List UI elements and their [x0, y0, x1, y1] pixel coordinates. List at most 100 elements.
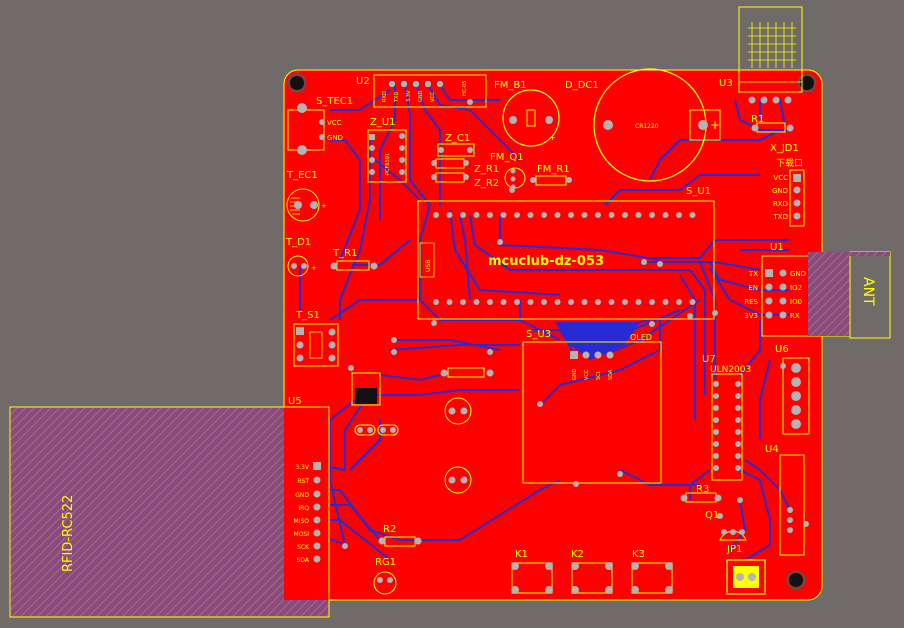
svg-text:TXD: TXD [394, 92, 400, 103]
svg-text:R1: R1 [751, 114, 764, 125]
z-u1-outline [367, 129, 407, 183]
svg-text:GND: GND [772, 187, 788, 195]
u7-pins [713, 381, 741, 471]
u2-outline [373, 74, 487, 108]
u5-pin-labels: 3.3V RST GND IRQ MISO MOSI SCK SDA [294, 464, 311, 564]
svg-text:JP1: JP1 [726, 544, 742, 555]
vias [342, 99, 809, 549]
svg-text:K3: K3 [632, 549, 645, 560]
s-u1-pins-bottom [433, 299, 696, 305]
svg-text:RXD: RXD [773, 200, 788, 208]
svg-text:T_R1: T_R1 [332, 248, 357, 259]
svg-text:U3: U3 [719, 78, 733, 89]
svg-text:U2: U2 [356, 76, 370, 87]
buzzer-outline [502, 89, 560, 147]
u1-right-pin-labels: GND IO2 IO0 RX [790, 270, 806, 320]
oled-label: OLED [630, 333, 652, 342]
svg-text:MISO: MISO [294, 518, 310, 525]
svg-text:S_U3: S_U3 [526, 329, 551, 340]
svg-text:+: + [710, 118, 720, 132]
svg-text:+: + [311, 264, 317, 272]
u2-pins [388, 80, 444, 88]
svg-text:CR1220: CR1220 [635, 123, 659, 130]
svg-text:+: + [549, 133, 556, 142]
svg-text:K1: K1 [515, 549, 528, 560]
s-u1-pins-top [433, 212, 696, 218]
svg-text:IRQ: IRQ [298, 505, 309, 512]
rfid-module [9, 406, 330, 618]
svg-text:SDA: SDA [297, 557, 310, 564]
svg-text:RXD: RXD [382, 91, 388, 102]
serial-port-label: 下载口 [776, 157, 803, 169]
svg-text:SCL: SCL [596, 370, 602, 380]
svg-text:T_S1: T_S1 [295, 310, 320, 321]
copper-pour-blue [555, 322, 640, 360]
svg-text:VCC: VCC [773, 174, 788, 182]
svg-text:USB: USB [425, 260, 432, 272]
svg-text:EN: EN [748, 284, 758, 292]
svg-text:U7: U7 [702, 354, 716, 365]
u4-outline [779, 454, 805, 556]
svg-text:U4: U4 [765, 444, 779, 455]
svg-text:D_DC1: D_DC1 [565, 80, 599, 91]
s-tec1-vcc-label: VCC [327, 119, 342, 127]
svg-text:U6: U6 [775, 344, 789, 355]
svg-text:FM_Q1: FM_Q1 [490, 152, 524, 163]
svg-text:Z_C1: Z_C1 [445, 133, 470, 144]
svg-text:Z_U1: Z_U1 [370, 117, 396, 128]
svg-text:GND: GND [790, 270, 806, 278]
svg-text:FM_R1: FM_R1 [537, 164, 570, 175]
svg-text:T_D1: T_D1 [285, 237, 311, 248]
svg-text:R3: R3 [696, 484, 709, 495]
rfid-label: RFID-RC522 [61, 495, 76, 572]
u1-left-pin-labels: TX EN RES 3V3 [744, 270, 758, 320]
svg-text:IO2: IO2 [790, 284, 802, 292]
uln2003-label: ULN2003 [710, 365, 751, 375]
x-jd1-pin-labels: VCC GND RXD TXD [772, 174, 788, 221]
svg-text:U1: U1 [770, 242, 784, 253]
svg-text:Q1: Q1 [705, 510, 719, 521]
svg-text:RG1: RG1 [375, 557, 396, 568]
u7-outline [711, 373, 743, 481]
svg-text:IO0: IO0 [790, 298, 802, 306]
s-u1-outline [417, 200, 715, 320]
svg-text:MOSI: MOSI [294, 531, 310, 538]
svg-text:TX: TX [748, 270, 758, 278]
svg-text:RES: RES [744, 298, 758, 306]
svg-text:GND: GND [418, 90, 424, 102]
svg-text:GND: GND [572, 368, 578, 380]
svg-text:+: + [321, 202, 327, 210]
svg-text:3.3V: 3.3V [295, 464, 310, 471]
svg-text:RST: RST [297, 478, 309, 485]
pcb-board [283, 69, 823, 601]
svg-text:R2: R2 [383, 524, 396, 535]
svg-text:TXD: TXD [773, 213, 788, 221]
svg-text:X_JD1: X_JD1 [770, 143, 799, 154]
svg-text:SCK: SCK [297, 544, 310, 551]
svg-text:PCF8591: PCF8591 [385, 153, 391, 175]
x-jd1-outline [789, 169, 805, 227]
svg-text:HC-05: HC-05 [462, 81, 468, 96]
component-labels: U2 FM_B1 D_DC1 U3 S_TEC1 Z_U1 Z_C1 FM_Q1… [285, 76, 799, 568]
board-title: mcuclub-dz-053 [488, 254, 604, 269]
s-tec1-gnd-label: GND [327, 134, 343, 142]
svg-text:3.3V: 3.3V [406, 90, 412, 102]
svg-text:S_U1: S_U1 [686, 186, 711, 197]
svg-text:S_TEC1: S_TEC1 [316, 96, 353, 107]
buttons [511, 562, 673, 594]
svg-text:FM_B1: FM_B1 [494, 80, 527, 91]
svg-text:RX: RX [790, 312, 800, 320]
oled-outline [522, 341, 662, 484]
svg-text:T_EC1: T_EC1 [286, 170, 318, 181]
svg-text:3V3: 3V3 [744, 312, 758, 320]
svg-text:VCC: VCC [584, 369, 590, 380]
svg-text:Z_R2: Z_R2 [474, 178, 499, 189]
svg-text:VCC: VCC [430, 91, 436, 102]
svg-text:GND: GND [295, 492, 309, 499]
traces [299, 84, 791, 561]
svg-text:U5: U5 [288, 396, 302, 407]
u6-outline [782, 357, 810, 435]
svg-text:SDA: SDA [608, 369, 614, 380]
antenna-label: ANT [860, 277, 876, 306]
